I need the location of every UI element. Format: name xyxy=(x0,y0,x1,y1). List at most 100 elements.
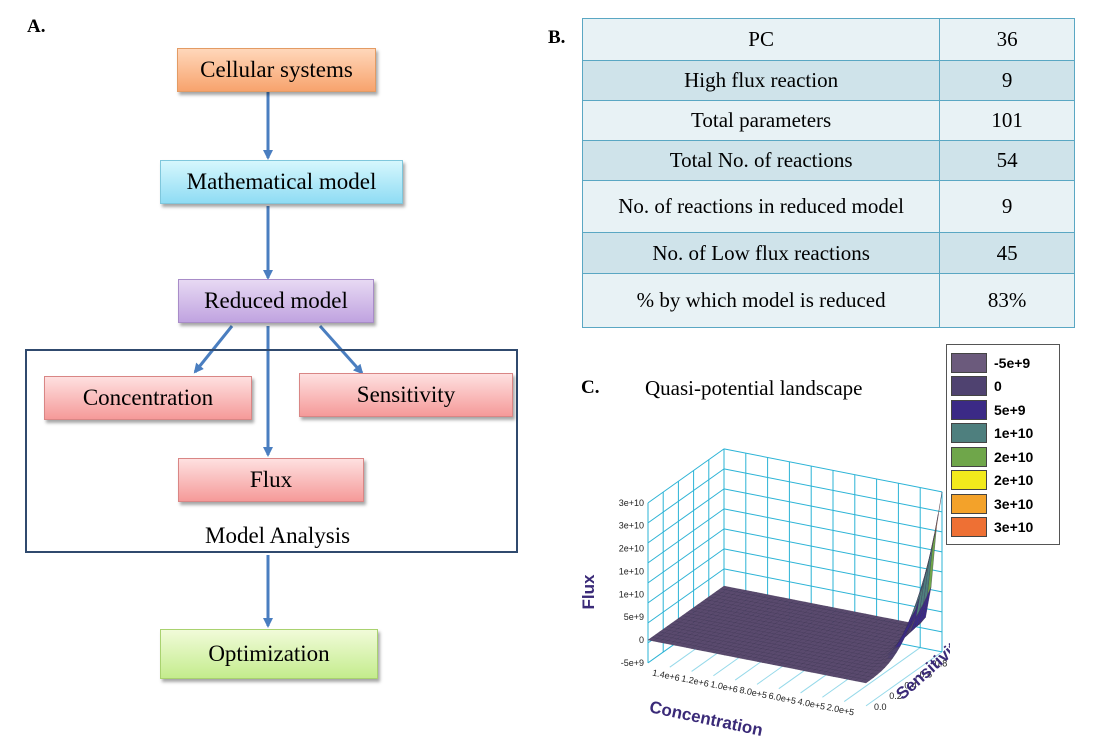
table-cell-name: PC xyxy=(581,18,941,61)
table-row: Total parameters 101 xyxy=(581,100,1075,141)
z-tick-label: -5e+9 xyxy=(621,658,644,668)
table-cell-name: No. of Low flux reactions xyxy=(581,232,941,274)
grid-line xyxy=(647,448,725,504)
legend-entry: 1e+10 xyxy=(951,422,1055,446)
z-tick-label: 3e+10 xyxy=(619,521,644,531)
table-cell-value: 83% xyxy=(939,273,1075,328)
table-cell-name: Total parameters xyxy=(581,100,941,141)
legend-label: -5e+9 xyxy=(994,354,1031,371)
panel-c-label: C. xyxy=(581,377,600,398)
grid-line xyxy=(723,528,943,573)
sensitivity-box: Sensitivity xyxy=(299,373,513,417)
y-tick-label: 0.8 xyxy=(935,659,948,669)
table-row: No. of reactions in reduced model 9 xyxy=(581,180,1075,233)
legend-swatch xyxy=(951,423,987,444)
legend-label: 2e+10 xyxy=(994,472,1034,489)
mathematical-model-box: Mathematical model xyxy=(160,160,403,204)
legend-swatch xyxy=(951,493,987,514)
table-cell-value: 36 xyxy=(939,18,1075,61)
legend-label: 1e+10 xyxy=(994,425,1034,442)
table-row: No. of Low flux reactions 45 xyxy=(581,232,1075,274)
legend-entry: 3e+10 xyxy=(951,492,1055,516)
legend-entry: -5e+9 xyxy=(951,351,1055,375)
z-tick-label: 0 xyxy=(639,635,644,645)
x-tick-label: 6.0e+5 xyxy=(768,691,797,707)
x-tick-label: 8.0e+5 xyxy=(739,685,768,701)
table-cell-name: High flux reaction xyxy=(581,60,941,101)
table-cell-name: % by which model is reduced xyxy=(581,273,941,328)
table-cell-value: 9 xyxy=(939,180,1075,233)
table-row: Total No. of reactions 54 xyxy=(581,140,1075,181)
table-cell-value: 45 xyxy=(939,232,1075,274)
grid-line xyxy=(647,488,725,544)
legend-label: 5e+9 xyxy=(994,401,1026,418)
x-tick-label: 1.4e+6 xyxy=(651,668,680,684)
grid-line xyxy=(723,548,943,593)
surface-plot xyxy=(647,491,943,684)
grid-line xyxy=(647,568,725,624)
legend-entry: 5e+9 xyxy=(951,398,1055,422)
grid-line xyxy=(843,647,921,702)
model-analysis-frame xyxy=(25,349,518,553)
chart-legend: -5e+9 0 5e+9 1e+10 2e+10 2e+10 3e+10 3e+… xyxy=(946,344,1060,545)
grid-line xyxy=(647,508,725,564)
reduced-model-box: Reduced model xyxy=(178,279,374,323)
x-tick-label: 2.0e+5 xyxy=(826,702,855,718)
legend-label: 0 xyxy=(994,378,1002,395)
legend-swatch xyxy=(951,470,987,491)
model-summary-table: PC 36 High flux reaction 9 Total paramet… xyxy=(581,18,1075,328)
x-tick-label: 4.0e+5 xyxy=(797,696,826,712)
y-tick-label: 0.0 xyxy=(874,702,887,712)
x-tick-label: 1.0e+6 xyxy=(710,679,739,695)
legend-entry: 2e+10 xyxy=(951,469,1055,493)
grid-line xyxy=(647,468,725,524)
grid-line xyxy=(723,508,943,553)
y-axis-ticks: 0.00.20.40.60.81.0 xyxy=(874,659,948,712)
surface-facet xyxy=(860,679,871,684)
z-tick-label: 1e+10 xyxy=(619,589,644,599)
table-cell-value: 54 xyxy=(939,140,1075,181)
grid-line xyxy=(647,528,725,584)
cellular-systems-box: Cellular systems xyxy=(177,48,376,92)
x-tick-label: 1.2e+6 xyxy=(681,673,710,689)
table-row: % by which model is reduced 83% xyxy=(581,273,1075,328)
z-tick-label: 1e+10 xyxy=(619,566,644,576)
table-cell-name: No. of reactions in reduced model xyxy=(581,180,941,233)
z-tick-label: 2e+10 xyxy=(619,544,644,554)
table-row: High flux reaction 9 xyxy=(581,60,1075,101)
legend-label: 2e+10 xyxy=(994,448,1034,465)
grid-line xyxy=(723,448,943,493)
y-tick-label: 0.2 xyxy=(889,691,902,701)
legend-label: 3e+10 xyxy=(994,519,1034,536)
legend-label: 3e+10 xyxy=(994,495,1034,512)
legend-swatch xyxy=(951,446,987,467)
chart-title: Quasi-potential landscape xyxy=(645,376,863,400)
grid-line xyxy=(723,468,943,513)
model-analysis-label: Model Analysis xyxy=(205,523,351,548)
z-tick-label: 3e+10 xyxy=(619,498,644,508)
y-tick-label: 0.4 xyxy=(904,680,917,690)
table-cell-value: 9 xyxy=(939,60,1075,101)
y-tick-label: 0.6 xyxy=(920,669,933,679)
z-axis-ticks: -5e+9 0 5e+9 1e+10 1e+10 2e+10 3e+10 3e+10 xyxy=(619,498,644,668)
legend-swatch xyxy=(951,376,987,397)
grid-line xyxy=(723,568,943,613)
grid-line xyxy=(723,488,943,533)
panel-b-label: B. xyxy=(548,27,566,48)
flux-box: Flux xyxy=(178,458,364,502)
surface-chart: -5e+9 0 5e+9 1e+10 1e+10 2e+10 3e+10 3e+10 1.4e… xyxy=(579,448,950,740)
table-cell-name: Total No. of reactions xyxy=(581,140,941,181)
optimization-box: Optimization xyxy=(160,629,378,679)
legend-swatch xyxy=(951,517,987,538)
legend-entry: 0 xyxy=(951,375,1055,399)
panel-a-label: A. xyxy=(27,16,46,37)
concentration-box: Concentration xyxy=(44,376,252,420)
z-axis-title: Flux xyxy=(579,574,598,609)
legend-entry: 3e+10 xyxy=(951,516,1055,540)
legend-swatch xyxy=(951,352,987,373)
z-tick-label: 5e+9 xyxy=(624,612,644,622)
grid-line xyxy=(647,548,725,604)
table-cell-value: 101 xyxy=(939,100,1075,141)
legend-entry: 2e+10 xyxy=(951,445,1055,469)
table-row: PC 36 xyxy=(581,18,1075,61)
